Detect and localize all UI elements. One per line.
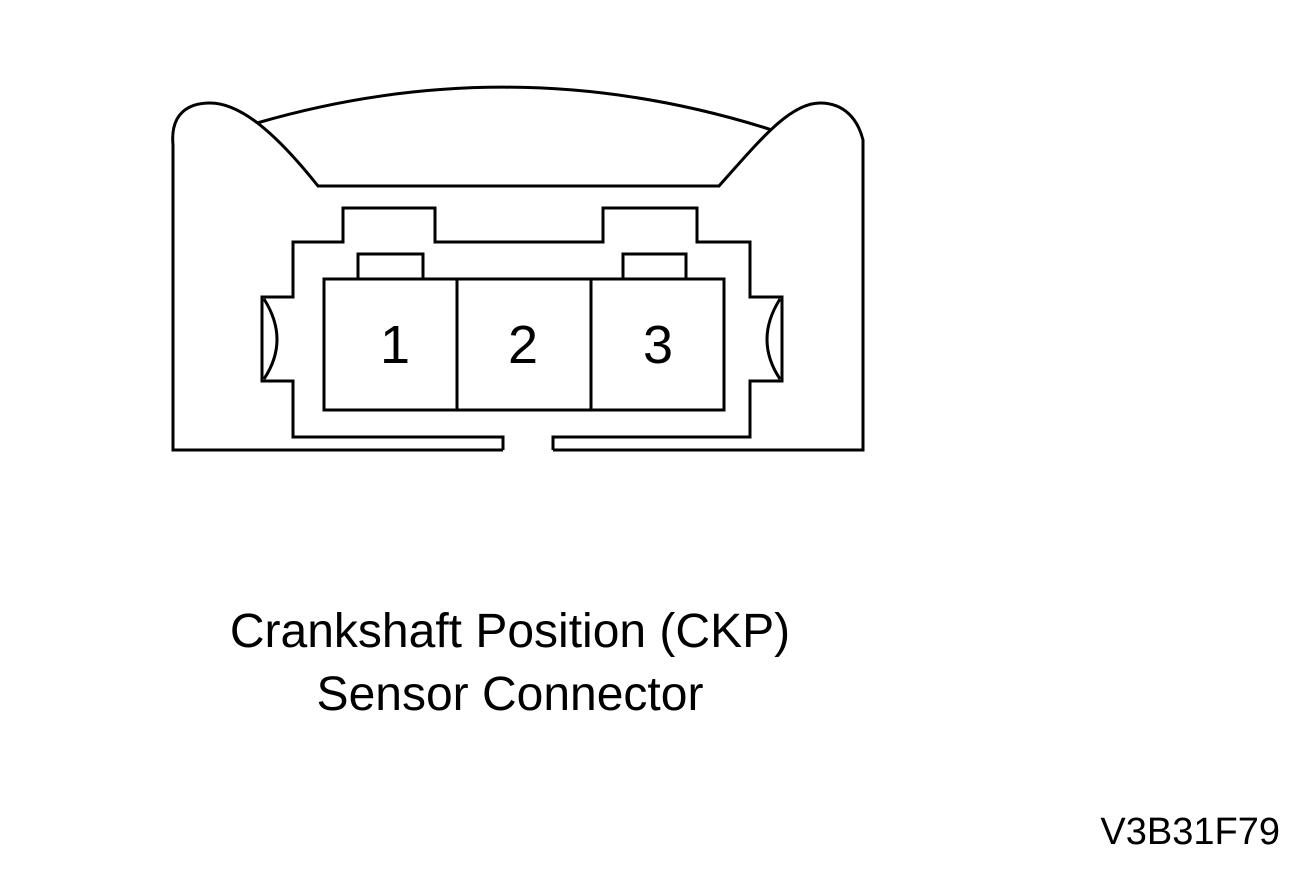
figure-id: V3B31F79 xyxy=(1100,811,1280,853)
terminal-block-outline xyxy=(322,277,726,412)
right-lock-tab xyxy=(621,252,688,281)
inner-shroud xyxy=(260,206,784,450)
terminal-block xyxy=(322,277,726,412)
right-latch-curve xyxy=(765,298,782,380)
connector-housing xyxy=(171,85,865,452)
pin-label-1: 1 xyxy=(380,315,410,375)
caption-line-1: Crankshaft Position (CKP) xyxy=(229,605,791,658)
diagram-caption: Crankshaft Position (CKP) Sensor Connect… xyxy=(150,600,870,726)
housing-top-arc xyxy=(256,85,773,132)
pin-label-3: 3 xyxy=(643,315,673,375)
housing-outline xyxy=(171,101,865,452)
left-latch-curve xyxy=(262,298,279,380)
caption-line-2: Sensor Connector xyxy=(316,668,704,721)
left-lock-tab xyxy=(356,252,425,281)
pin-label-2: 2 xyxy=(508,315,538,375)
